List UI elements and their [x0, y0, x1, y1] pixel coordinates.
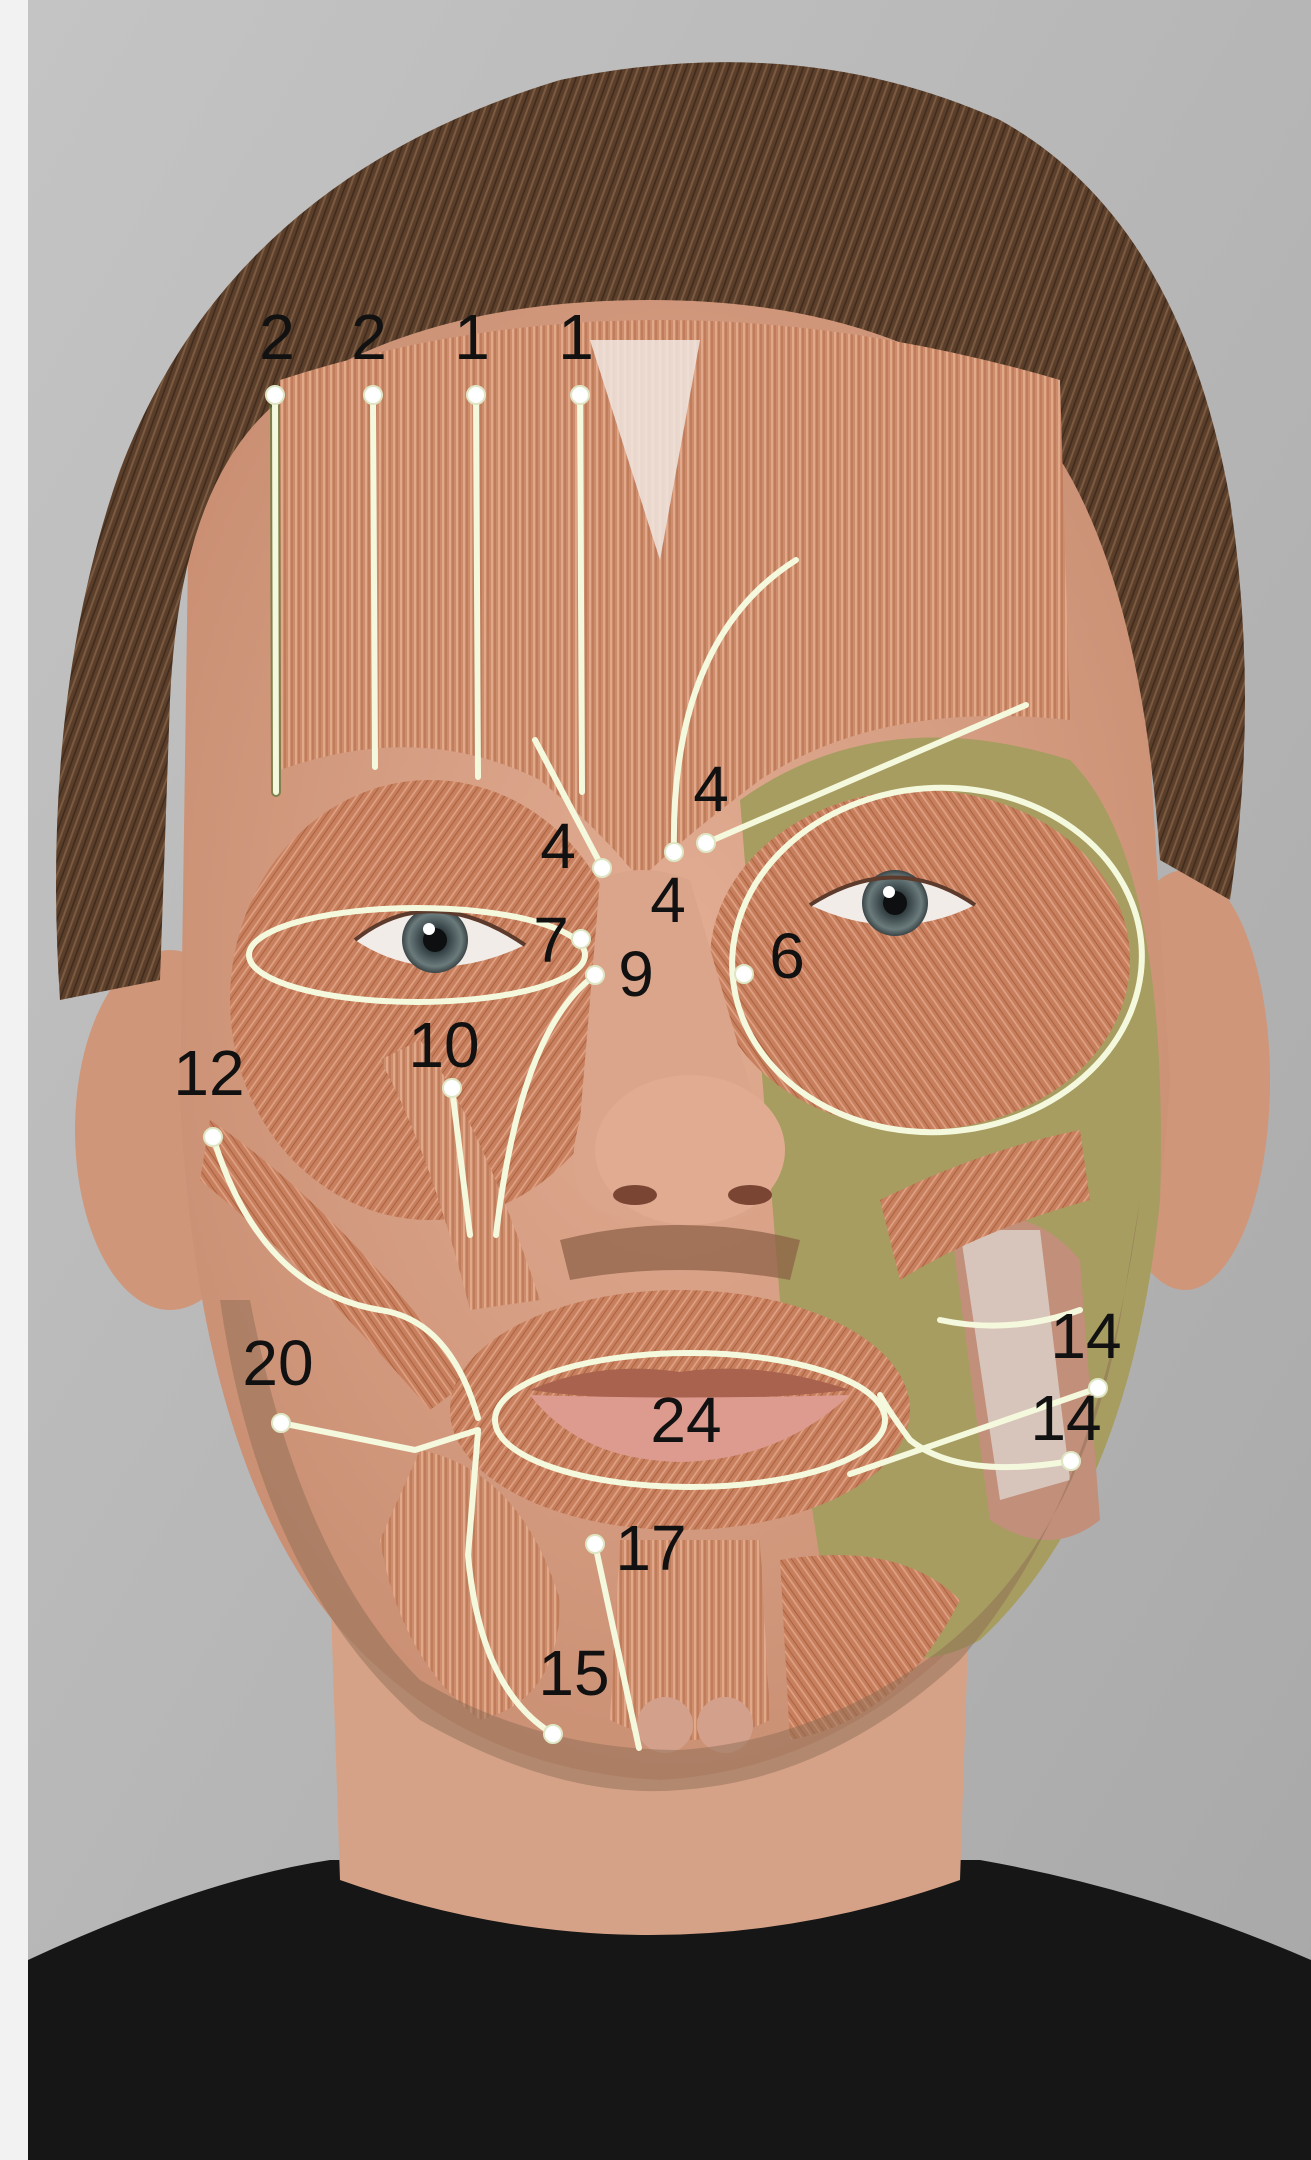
dot-7: [572, 930, 590, 948]
pointer-line-2b: [373, 395, 375, 767]
dot-4c: [697, 834, 715, 852]
label-9: 9: [618, 938, 654, 1010]
pointer-line-2a: [275, 395, 276, 792]
pointer-line-1b: [580, 395, 582, 792]
dot-10: [443, 1079, 461, 1097]
page-margin: [0, 0, 28, 2160]
dot-4a: [593, 859, 611, 877]
label-12: 12: [173, 1037, 244, 1109]
label-10: 10: [408, 1009, 479, 1081]
label-1b: 1: [558, 301, 594, 373]
label-4c: 4: [693, 753, 729, 825]
label-15: 15: [538, 1637, 609, 1709]
label-14b: 14: [1030, 1382, 1101, 1454]
label-1a: 1: [454, 301, 490, 373]
dot-15: [544, 1725, 562, 1743]
dot-2b: [364, 386, 382, 404]
label-2a: 2: [259, 301, 295, 373]
pointer-line-1a: [476, 395, 478, 777]
dot-14b: [1062, 1452, 1080, 1470]
dot-20: [272, 1414, 290, 1432]
right-nostril: [728, 1185, 772, 1205]
dot-4b: [665, 843, 683, 861]
chin-knob-left: [637, 1697, 693, 1753]
dot-9: [586, 966, 604, 984]
label-14a: 14: [1050, 1300, 1121, 1372]
label-4b: 4: [650, 864, 686, 936]
label-6: 6: [769, 920, 805, 992]
dot-12: [204, 1128, 222, 1146]
dot-17: [586, 1535, 604, 1553]
label-2b: 2: [351, 301, 387, 373]
label-17: 17: [615, 1512, 686, 1584]
dot-1a: [467, 386, 485, 404]
left-nostril: [613, 1185, 657, 1205]
dot-2a: [266, 386, 284, 404]
label-20: 20: [242, 1327, 313, 1399]
label-7: 7: [533, 904, 569, 976]
dot-6: [735, 965, 753, 983]
label-4a: 4: [540, 810, 576, 882]
dot-1b: [571, 386, 589, 404]
label-24: 24: [650, 1384, 721, 1456]
